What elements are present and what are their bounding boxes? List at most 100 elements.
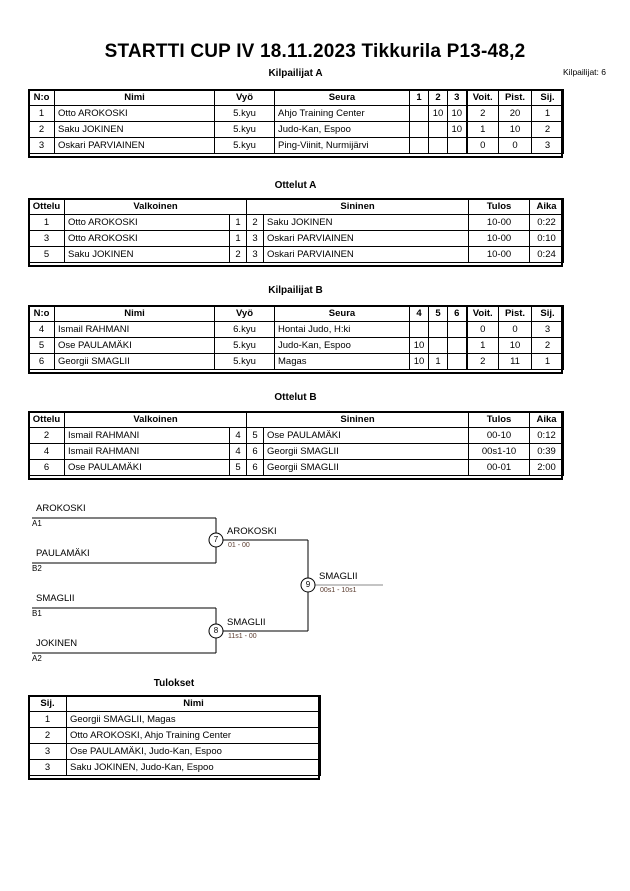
bracket-semifinal-1-winner: AROKOSKI [227, 526, 277, 537]
cell-white-name: Otto AROKOSKI [64, 214, 230, 231]
bracket-match-number-9: 9 [305, 580, 311, 589]
table-header-row: Sij. Nimi [28, 695, 321, 712]
matches-b-table: Ottelu Valkoinen Sininen Tulos Aika 2 Is… [28, 411, 565, 476]
bracket-semifinal-2-score: 11s1 - 00 [228, 633, 257, 640]
cell-club: Magas [274, 353, 410, 370]
cell-blue-no: 6 [246, 459, 265, 476]
cell-no: 3 [28, 137, 55, 154]
cell-points: 0 [498, 321, 532, 338]
col-rank: Sij. [531, 305, 564, 322]
table-row: 3 Saku JOKINEN, Judo-Kan, Espoo [28, 759, 321, 776]
bracket-entry-seed: A1 [32, 519, 42, 528]
cell-no: 1 [28, 105, 55, 122]
cell-belt: 5.kyu [214, 137, 275, 154]
cell-blue-name: Georgii SMAGLII [263, 459, 470, 476]
table-header-row: N:o Nimi Vyö Seura 1 2 3 Voit. Pist. Sij… [28, 89, 564, 106]
cell-blue-name: Georgii SMAGLII [263, 443, 470, 460]
results-table: Sij. Nimi 1 Georgii SMAGLII, Magas 2 Ott… [28, 695, 321, 776]
cell-rank: 2 [28, 727, 67, 744]
bracket-entry-name: JOKINEN [36, 638, 78, 649]
cell-blue-name: Saku JOKINEN [263, 214, 470, 231]
cell-match-5: 1 [428, 353, 448, 370]
cell-wins: 1 [465, 337, 499, 354]
pool-b-table: N:o Nimi Vyö Seura 4 5 6 Voit. Pist. Sij… [28, 305, 564, 370]
col-no: N:o [28, 305, 55, 322]
cell-match-4: 10 [409, 337, 429, 354]
cell-match-1 [409, 137, 429, 154]
cell-rank: 3 [531, 137, 564, 154]
cell-club: Ping-Viinit, Nurmijärvi [274, 137, 410, 154]
col-blue: Sininen [246, 411, 470, 428]
col-belt: Vyö [214, 89, 275, 106]
cell-blue-name: Oskari PARVIAINEN [263, 230, 470, 247]
cell-white-no: 2 [228, 246, 248, 263]
cell-belt: 6.kyu [214, 321, 275, 338]
bracket-semifinal-1-score: 01 - 00 [228, 542, 250, 549]
col-white: Valkoinen [63, 411, 248, 428]
entrants-count: Kilpailijat: 6 [563, 67, 606, 77]
col-match-3: 3 [447, 89, 467, 106]
cell-match-no: 3 [28, 230, 65, 247]
cell-rank: 3 [531, 321, 564, 338]
col-match-6: 6 [447, 305, 467, 322]
cell-rank: 2 [531, 337, 564, 354]
cell-points: 10 [498, 337, 532, 354]
table-row: 4 Ismail RAHMANI 6.kyu Hontai Judo, H:ki… [28, 321, 564, 338]
cell-name: Ose PAULAMÄKI, Judo-Kan, Espoo [66, 743, 321, 760]
cell-blue-name: Oskari PARVIAINEN [263, 246, 470, 263]
cell-result: 00-10 [468, 427, 531, 444]
col-match-no: Ottelu [28, 411, 65, 428]
cell-white-name: Ismail RAHMANI [64, 443, 230, 460]
cell-white-no: 1 [228, 230, 248, 247]
cell-time: 0:22 [529, 214, 565, 231]
cell-white-no: 4 [228, 427, 248, 444]
table-header-row: Ottelu Valkoinen Sininen Tulos Aika [28, 411, 565, 428]
cell-match-no: 5 [28, 246, 65, 263]
cell-result: 00s1-10 [468, 443, 531, 460]
col-wins: Voit. [465, 89, 499, 106]
cell-club: Judo-Kan, Espoo [274, 337, 410, 354]
cell-no: 4 [28, 321, 55, 338]
cell-rank: 1 [531, 105, 564, 122]
col-name: Nimi [54, 305, 215, 322]
cell-name: Oskari PARVIAINEN [54, 137, 215, 154]
cell-result: 00-01 [468, 459, 531, 476]
cell-match-4 [409, 321, 429, 338]
cell-name: Georgii SMAGLII [54, 353, 215, 370]
pool-a-table: N:o Nimi Vyö Seura 1 2 3 Voit. Pist. Sij… [28, 89, 564, 154]
cell-belt: 5.kyu [214, 353, 275, 370]
cell-no: 5 [28, 337, 55, 354]
cell-match-3 [447, 137, 467, 154]
cell-no: 2 [28, 121, 55, 138]
cell-blue-no: 6 [246, 443, 265, 460]
cell-match-6 [447, 321, 467, 338]
cell-time: 0:10 [529, 230, 565, 247]
cell-match-3: 10 [447, 105, 467, 122]
cell-white-name: Ismail RAHMANI [64, 427, 230, 444]
cell-points: 0 [498, 137, 532, 154]
col-wins: Voit. [465, 305, 499, 322]
col-rank: Sij. [531, 89, 564, 106]
cell-wins: 1 [465, 121, 499, 138]
cell-points: 10 [498, 121, 532, 138]
cell-club: Hontai Judo, H:ki [274, 321, 410, 338]
page-title: STARTTI CUP IV 18.11.2023 Tikkurila P13-… [104, 41, 526, 62]
cell-match-no: 4 [28, 443, 65, 460]
bracket-final-score: 00s1 - 10s1 [320, 587, 357, 594]
cell-match-3: 10 [447, 121, 467, 138]
cell-name: Ismail RAHMANI [54, 321, 215, 338]
col-time: Aika [529, 198, 565, 215]
bracket-entry-name: SMAGLII [36, 593, 75, 604]
cell-white-no: 1 [228, 214, 248, 231]
cell-match-1 [409, 105, 429, 122]
cell-belt: 5.kyu [214, 121, 275, 138]
cell-white-name: Saku JOKINEN [64, 246, 230, 263]
matches-a-table: Ottelu Valkoinen Sininen Tulos Aika 1 Ot… [28, 198, 565, 263]
table-row: 2 Otto AROKOSKI, Ahjo Training Center [28, 727, 321, 744]
col-name: Nimi [66, 695, 321, 712]
cell-match-4: 10 [409, 353, 429, 370]
table-row: 1 Otto AROKOSKI 1 2 Saku JOKINEN 10-00 0… [28, 214, 565, 231]
bracket-lines [32, 517, 383, 654]
bracket-entry-seed: B2 [32, 564, 42, 573]
cell-result: 10-00 [468, 214, 531, 231]
